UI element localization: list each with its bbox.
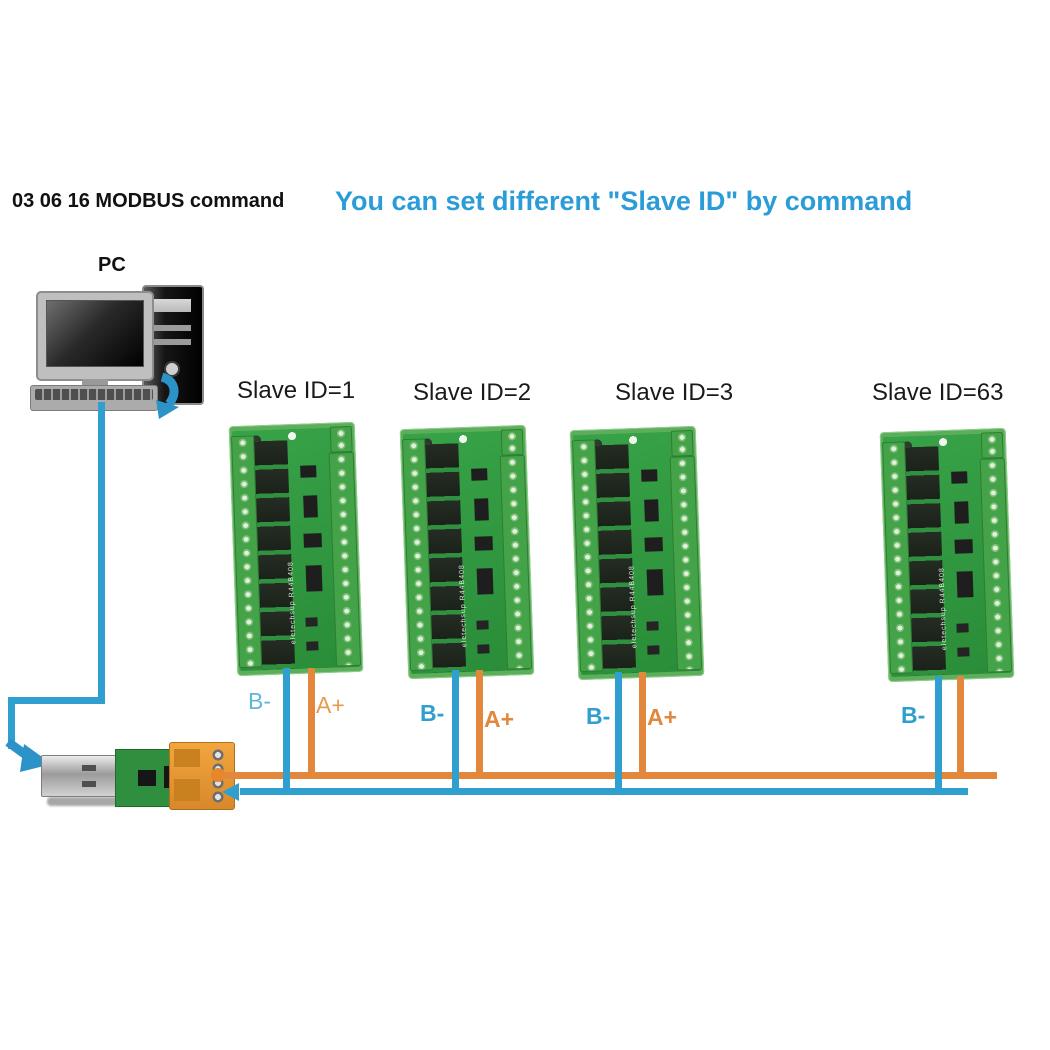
relay-board-slave-63: eletechsup R44B408 bbox=[879, 427, 1015, 683]
a-plus-label-3: A+ bbox=[647, 704, 678, 730]
b-minus-drop-2 bbox=[452, 670, 459, 795]
board-label-slave-2: Slave ID=2 bbox=[413, 379, 532, 406]
b-minus-label-2: B- bbox=[420, 700, 445, 726]
slave-id-heading: You can set different "Slave ID" by comm… bbox=[335, 186, 913, 216]
a-plus-drop-1 bbox=[308, 668, 315, 779]
a-plus-label-2: A+ bbox=[484, 706, 515, 732]
terminal-block-top bbox=[329, 425, 353, 453]
pc-cable-vertical-2 bbox=[8, 697, 15, 749]
terminal-block-top bbox=[500, 428, 524, 456]
board-label-slave-1: Slave ID=1 bbox=[237, 377, 356, 404]
pc-cable-horizontal bbox=[8, 697, 105, 704]
b-minus-drop-3 bbox=[615, 672, 622, 795]
a-plus-drop-2 bbox=[476, 670, 483, 779]
a-plus-drop-3 bbox=[639, 672, 646, 779]
relay-board-slave-1: eletechsup R44B408 bbox=[228, 421, 364, 677]
usb-rs485-adapter bbox=[33, 737, 235, 813]
pc-screen bbox=[46, 300, 144, 367]
a-plus-label-1: A+ bbox=[316, 692, 345, 718]
usb-out-arrow-icon bbox=[156, 372, 179, 419]
b-minus-drop-1 bbox=[283, 668, 290, 795]
pc-monitor-stand bbox=[82, 379, 108, 387]
board-label-slave-3: Slave ID=3 bbox=[615, 379, 734, 406]
modbus-command-heading: 03 06 16 MODBUS command bbox=[12, 190, 285, 212]
pc-keyboard bbox=[30, 385, 158, 411]
b-minus-label-3: B- bbox=[586, 703, 611, 729]
a-plus-bus bbox=[218, 772, 997, 779]
terminal-block-top bbox=[980, 431, 1004, 459]
usb-connector bbox=[41, 755, 121, 797]
pc-cable-vertical bbox=[98, 402, 105, 704]
b-minus-drop-4 bbox=[935, 676, 942, 795]
pc-computer-illustration bbox=[30, 283, 206, 411]
pc-label: PC bbox=[98, 254, 126, 276]
a-plus-bus-dot bbox=[211, 768, 225, 782]
board-label-slave-63: Slave ID=63 bbox=[872, 379, 1004, 406]
b-minus-bus bbox=[240, 788, 968, 795]
relay-board-slave-2: eletechsup R44B408 bbox=[399, 424, 535, 680]
a-plus-drop-4 bbox=[957, 676, 964, 779]
relay-board-slave-3: eletechsup R44B408 bbox=[569, 425, 705, 681]
terminal-block-top bbox=[670, 429, 694, 457]
b-minus-bus-arrow-icon bbox=[222, 783, 239, 801]
b-minus-label-1: B- bbox=[248, 688, 271, 714]
b-minus-label-4: B- bbox=[901, 702, 926, 728]
pc-monitor bbox=[36, 291, 154, 381]
